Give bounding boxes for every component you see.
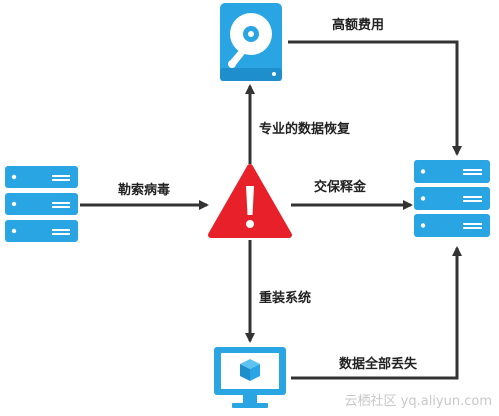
- warning-triangle-icon: [208, 164, 292, 238]
- arrow-monitor-to-target: [291, 246, 462, 380]
- label-reinstall-system: 重装系统: [259, 290, 311, 306]
- target-server-icon: [414, 160, 490, 237]
- monitor-icon: [214, 347, 286, 408]
- watermark: 云栖社区 yq.aliyun.com: [345, 393, 492, 409]
- label-high-cost: 高额费用: [332, 17, 384, 33]
- hard-drive-icon: [220, 3, 282, 81]
- source-server-icon: [5, 166, 78, 242]
- label-ransomware: 勒索病毒: [118, 182, 170, 198]
- cube-icon: [240, 359, 260, 381]
- connectors: [80, 40, 462, 380]
- arrow-drive-to-target: [288, 40, 462, 156]
- label-pay-ransom: 交保释金: [314, 179, 367, 195]
- label-data-lost: 数据全部丢失: [339, 356, 418, 372]
- label-professional-recovery: 专业的数据恢复: [259, 121, 351, 137]
